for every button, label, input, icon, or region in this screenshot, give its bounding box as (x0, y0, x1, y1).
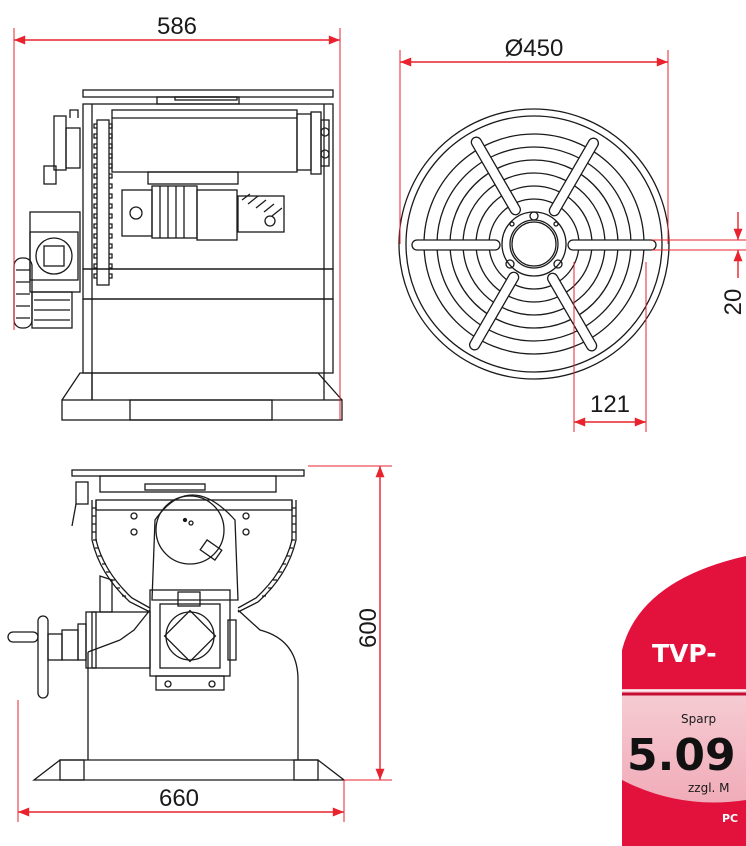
side-view (7, 469, 346, 781)
dimension-label-side-height: 600 (355, 608, 382, 648)
price-badge: TVP- Sparp 5.09 zzgl. M PC (622, 556, 746, 846)
badge-price: 5.09 (627, 730, 736, 781)
dimension-front-width: 586 (13, 13, 341, 420)
front-view (13, 89, 343, 421)
table-top-view (398, 108, 670, 380)
dimension-side-height: 600 (308, 465, 392, 781)
dimension-label-slot-width: 20 (720, 289, 746, 316)
dimension-diameter: Ø450 (399, 35, 669, 244)
badge-model: TVP- (652, 639, 717, 668)
dimension-label-side-width: 660 (159, 785, 199, 812)
dimension-slot-offset: 121 (573, 262, 647, 432)
dimension-slot-width: 20 (652, 212, 746, 315)
dimension-side-width: 660 (17, 700, 345, 822)
dimension-label-diameter: Ø450 (505, 35, 564, 62)
dimension-label-front-width: 586 (157, 13, 197, 40)
dimension-label-slot-offset: 121 (590, 391, 630, 418)
badge-save-label: Sparp (681, 712, 716, 726)
badge-code: PC (722, 812, 738, 825)
badge-tax-note: zzgl. M (688, 781, 730, 795)
